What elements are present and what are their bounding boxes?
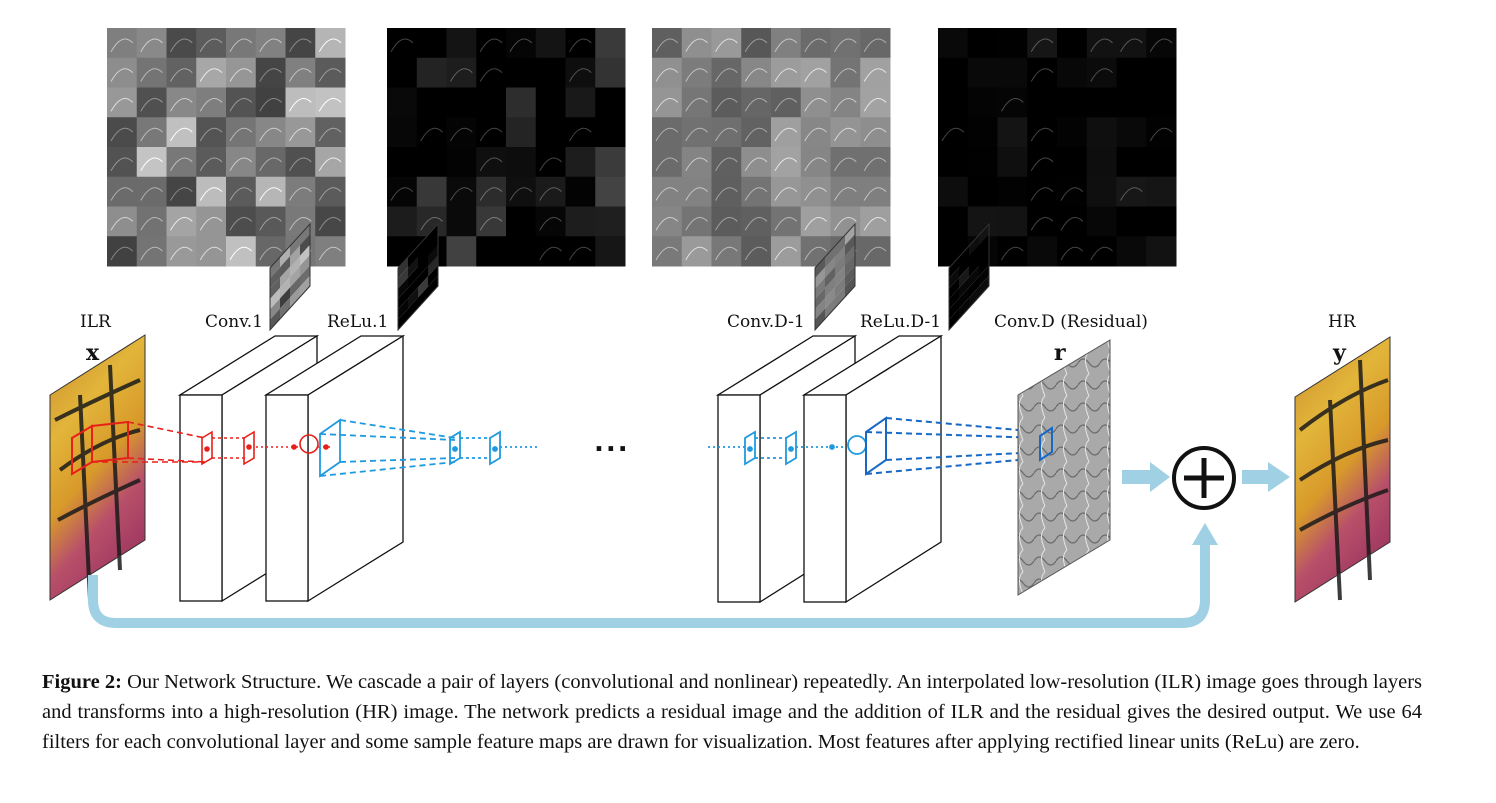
hr-output-image <box>1294 336 1391 603</box>
ellipsis: ... <box>594 428 630 458</box>
figure-label: Figure 2: <box>42 671 122 693</box>
r-symbol: r <box>1054 340 1066 366</box>
relu1-feature-map <box>387 28 626 267</box>
arrow-sum-to-output <box>1242 462 1290 492</box>
relu1-layer-block <box>263 334 406 603</box>
relu1-feature-map-preview <box>397 222 439 332</box>
addition-node <box>1172 446 1236 510</box>
convd1-label: Conv.D-1 <box>727 312 805 332</box>
conv1-feature-map <box>107 28 346 267</box>
convd1-connections <box>708 430 867 466</box>
skip-connection-arrow <box>88 523 1218 628</box>
arrow-residual-to-sum <box>1122 462 1170 492</box>
convd1-feature-map-preview <box>814 222 856 332</box>
relu1-label: ReLu.1 <box>327 312 389 332</box>
relu1-connections <box>319 418 540 478</box>
convd1-feature-map <box>652 28 891 267</box>
caption-text: Our Network Structure. We cascade a pair… <box>42 671 1422 753</box>
relud1-label: ReLu.D-1 <box>860 312 942 332</box>
relud1-layer-block <box>801 334 944 604</box>
ilr-input-image <box>49 334 146 601</box>
figure-caption: Figure 2: Our Network Structure. We casc… <box>42 667 1422 757</box>
relud1-feature-map-preview <box>948 222 990 332</box>
y-symbol: y <box>1333 340 1346 366</box>
ilr-label: ILR <box>80 312 111 332</box>
hr-label: HR <box>1328 312 1356 332</box>
convd-residual-label: Conv.D (Residual) <box>994 312 1148 332</box>
residual-image <box>1017 339 1111 596</box>
conv1-label: Conv.1 <box>205 312 263 332</box>
conv1-connections <box>92 421 330 466</box>
conv1-feature-map-preview <box>269 222 311 332</box>
x-symbol: x <box>86 340 100 366</box>
network-structure-diagram <box>49 28 1391 628</box>
relud1-feature-map <box>938 28 1177 267</box>
